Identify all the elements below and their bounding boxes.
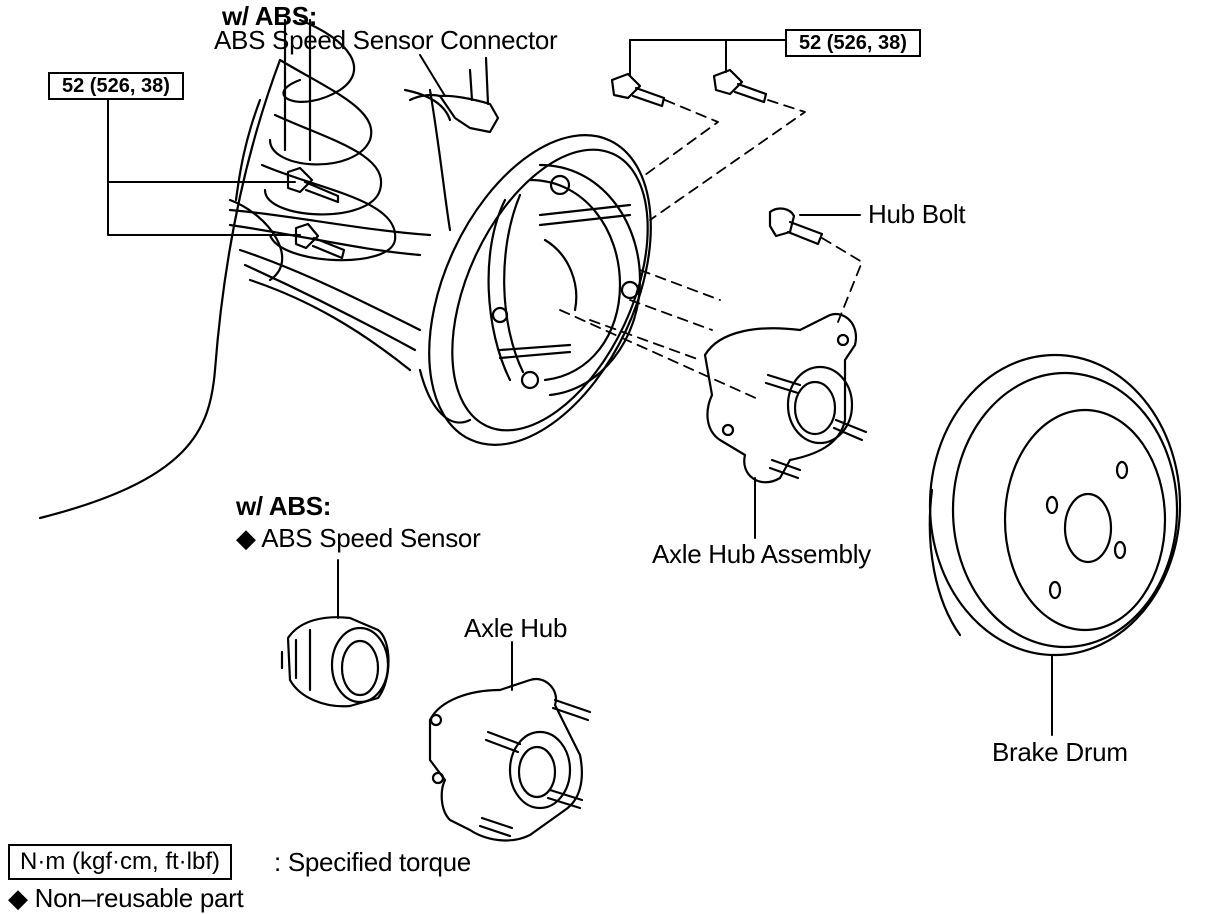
legend-torque-desc: : Specified torque <box>274 847 471 877</box>
abs-speed-sensor-row: ◆ ABS Speed Sensor <box>236 523 481 553</box>
bolt-icon <box>286 166 340 204</box>
torque-spec-box-right: 52 (526, 38) <box>785 29 921 57</box>
abs-speed-sensor-connector-label: ABS Speed Sensor Connector <box>214 25 558 55</box>
bolt-icon <box>712 68 768 104</box>
axle-hub-icon <box>428 677 592 842</box>
axle-hub-label: Axle Hub <box>464 613 568 643</box>
abs-speed-sensor-label: ABS Speed Sensor <box>261 523 481 553</box>
axle-hub-assembly-label: Axle Hub Assembly <box>652 539 871 569</box>
bolt-icon <box>610 72 666 108</box>
diamond-icon: ◆ <box>8 883 28 913</box>
abs-speed-sensor-icon <box>280 616 390 708</box>
hub-bolt-icon <box>768 207 824 246</box>
axle-hub-assembly-icon <box>703 312 868 484</box>
label-leader-lines <box>107 39 1053 736</box>
coil-spring-icon <box>260 18 397 262</box>
legend-non-reusable-row: ◆ Non–reusable part <box>8 883 244 913</box>
legend-torque-unit-box: N·m (kgf·cm, ft·lbf) <box>8 844 232 880</box>
brake-drum-label: Brake Drum <box>992 737 1128 767</box>
brake-drum-icon <box>928 353 1182 657</box>
legend-non-reusable-label: Non–reusable part <box>34 883 244 913</box>
suspension-arm <box>228 88 452 372</box>
abs-header-mid: w/ ABS: <box>236 491 332 521</box>
diamond-icon: ◆ <box>236 523 256 553</box>
vehicle-body-outline <box>38 58 282 520</box>
hub-bolt-label: Hub Bolt <box>868 199 966 229</box>
bolt-icon <box>294 222 346 260</box>
brake-shoe-assembly <box>487 163 642 397</box>
backing-plate <box>418 134 652 446</box>
abs-header-top: w/ ABS: <box>222 1 318 31</box>
torque-spec-box-left: 52 (526, 38) <box>48 72 184 100</box>
abs-connector-icon <box>408 56 500 134</box>
dashed-leader-lines <box>559 99 863 401</box>
